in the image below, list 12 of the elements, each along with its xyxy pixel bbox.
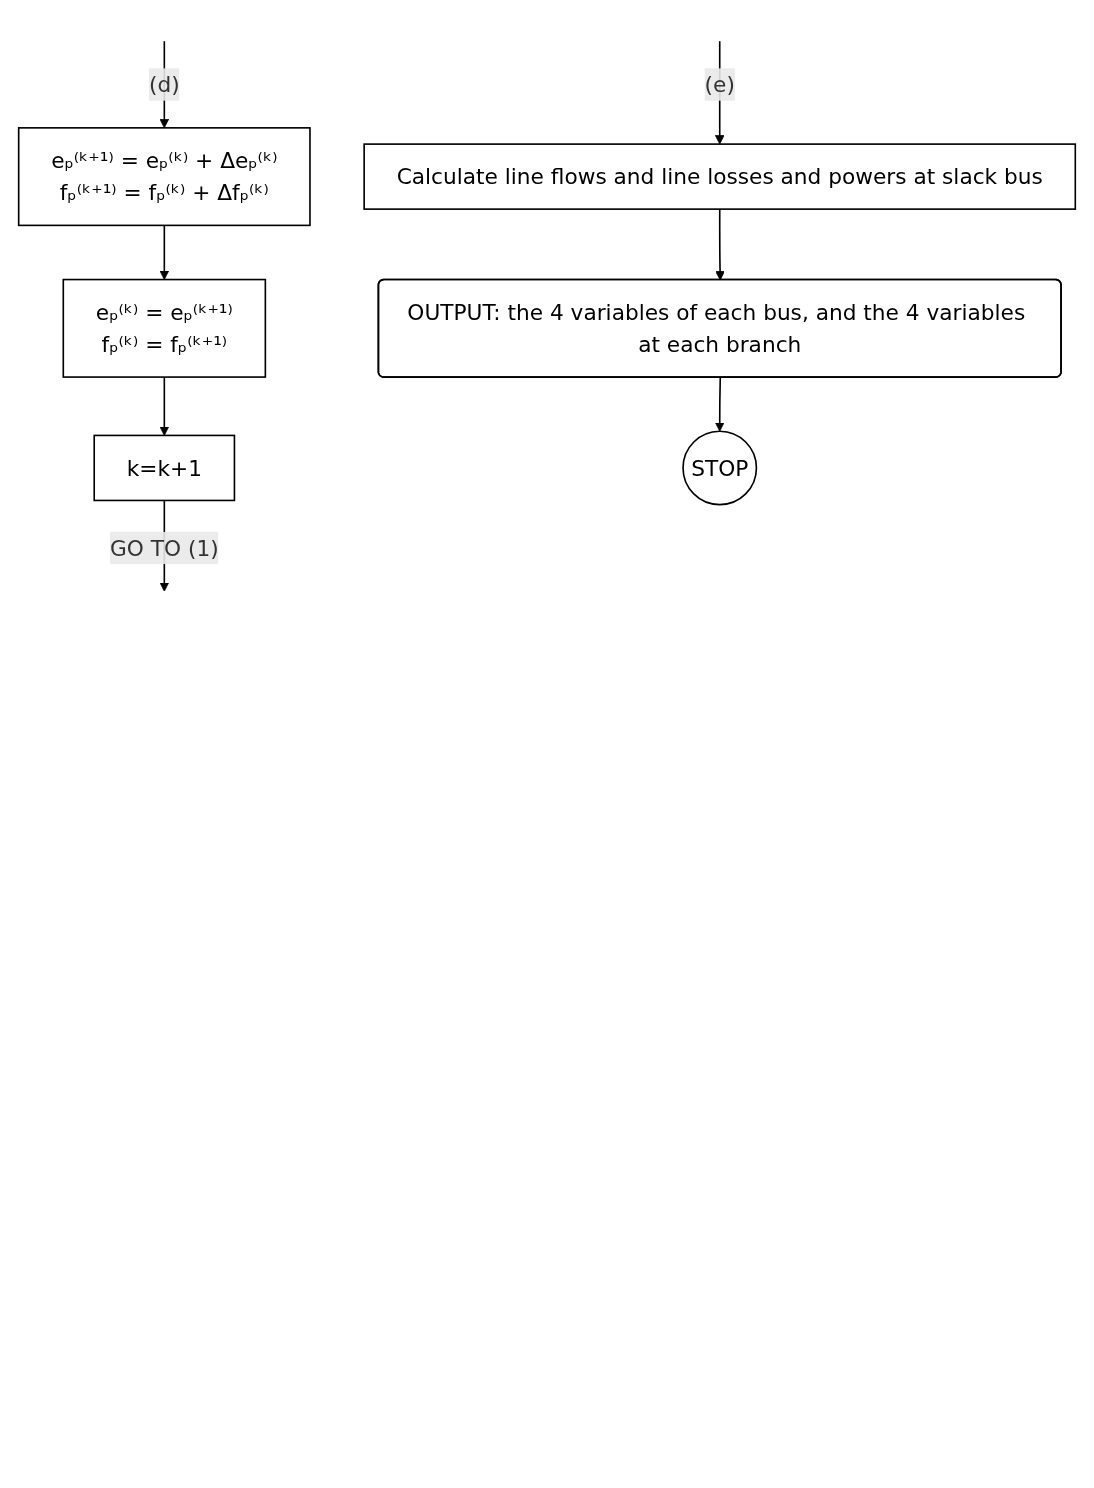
arrow [159, 376, 170, 436]
edge-label: (e) [704, 71, 735, 98]
edge-label: GO TO (1) [110, 534, 219, 561]
arrow [714, 376, 725, 432]
node-box: Calculate line flows and line losses and powers at slack bus [363, 143, 1077, 210]
edge-label: (d) [148, 71, 180, 98]
node-box: k=k+1 [93, 434, 236, 502]
node-box: eₚ⁽ᵏ⁾ = eₚ⁽ᵏ⁺¹⁾ fₚ⁽ᵏ⁾ = fₚ⁽ᵏ⁺¹⁾ [62, 278, 267, 378]
node-box: eₚ⁽ᵏ⁺¹⁾ = eₚ⁽ᵏ⁾ + Δeₚ⁽ᵏ⁾ fₚ⁽ᵏ⁺¹⁾ = fₚ⁽ᵏ⁾ + Δfₚ⁽ᵏ⁾ [17, 127, 311, 227]
node-circle: STOP [682, 430, 758, 506]
arrow [715, 208, 725, 281]
arrow [159, 224, 170, 280]
